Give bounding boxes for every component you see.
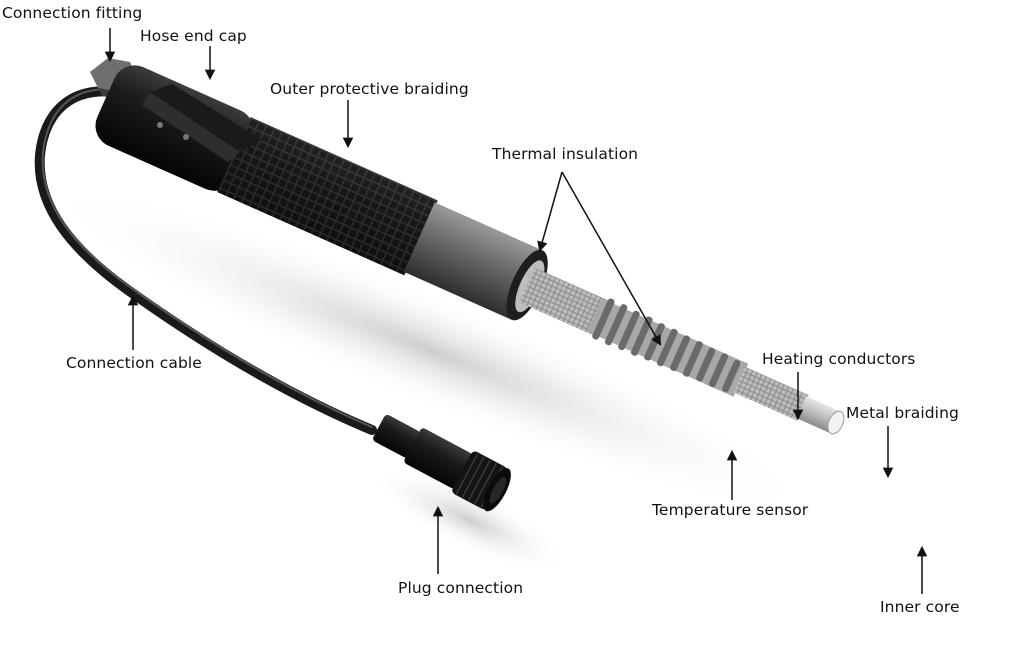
- label-heating-conductors: Heating conductors: [762, 350, 916, 368]
- label-thermal-insulation: Thermal insulation: [492, 145, 639, 163]
- thermal-insulation: [403, 202, 543, 320]
- label-metal-braiding: Metal braiding: [846, 404, 959, 422]
- inner-braid: [519, 267, 608, 335]
- label-temperature-sensor: Temperature sensor: [652, 501, 809, 519]
- floor-shadow: [40, 184, 820, 516]
- label-plug-connection: Plug connection: [398, 579, 524, 597]
- label-connection-cable: Connection cable: [66, 354, 202, 372]
- plug-connection: [373, 414, 511, 512]
- arrow-thermal-insulation-a: [537, 171, 563, 253]
- mounting-bracket: [142, 84, 262, 162]
- metal-braiding: [733, 366, 809, 421]
- label-connection-fitting: Connection fitting: [2, 4, 143, 22]
- label-outer-braiding: Outer protective braiding: [270, 80, 469, 98]
- hose-end-cap: [95, 65, 254, 191]
- floor-shadow-plug: [369, 466, 571, 574]
- connection-cable-highlight: [41, 88, 373, 428]
- label-inner-core: Inner core: [880, 598, 960, 616]
- arrow-thermal-insulation-b: [561, 171, 662, 346]
- hose-body: [95, 65, 845, 435]
- label-hose-end-cap: Hose end cap: [140, 27, 247, 45]
